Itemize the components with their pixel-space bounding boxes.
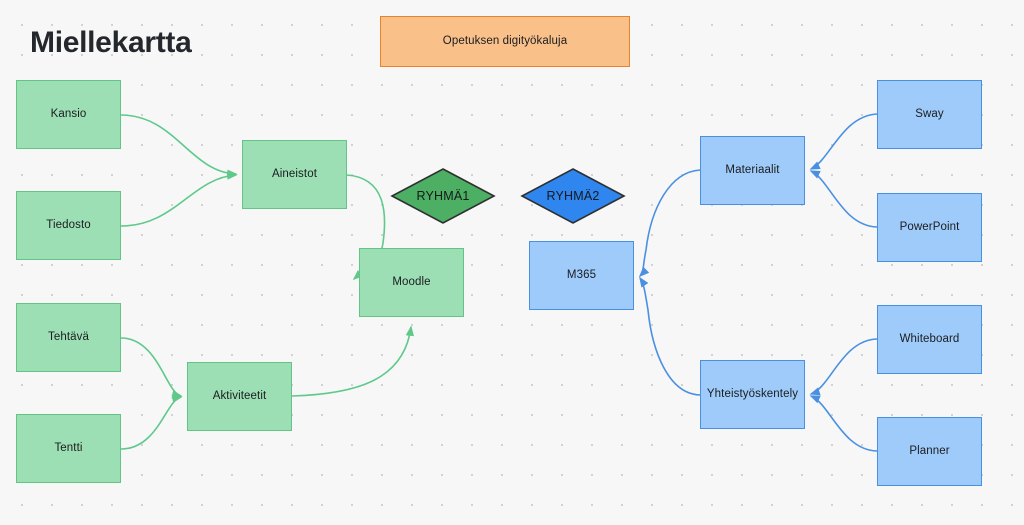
diamond-ryhma2[interactable]: RYHMÄ2: [520, 168, 626, 224]
node-label: Opetuksen digityökaluja: [442, 34, 568, 47]
edge-powerpoint-materiaalit: [809, 170, 878, 228]
edge-whiteboard-yhteistyoskentely: [809, 338, 878, 396]
node-sway[interactable]: Sway: [877, 80, 982, 149]
node-yhteistyoskentely[interactable]: Yhteistyöskentely: [700, 360, 805, 429]
node-label: M365: [566, 268, 597, 281]
edge-tehtava-aktiviteetit: [120, 337, 183, 399]
node-powerpoint[interactable]: PowerPoint: [877, 193, 982, 262]
node-label: Tiedosto: [46, 218, 91, 231]
node-label: Whiteboard: [899, 332, 960, 345]
node-label: Kansio: [50, 107, 87, 120]
node-tehtava[interactable]: Tehtävä: [16, 303, 121, 372]
node-planner[interactable]: Planner: [877, 417, 982, 486]
edge-kansio-aineistot: [120, 114, 238, 178]
diamond-label: RYHMÄ2: [546, 189, 600, 203]
node-label: Moodle: [392, 275, 431, 288]
diamond-shape-icon: [520, 168, 626, 224]
node-tentti[interactable]: Tentti: [16, 414, 121, 483]
edge-yhteistyoskentely-m365: [639, 276, 701, 396]
node-label: Materiaalit: [725, 163, 780, 176]
diamond-ryhma1[interactable]: RYHMÄ1: [390, 168, 496, 224]
edge-sway-materiaalit: [809, 113, 878, 170]
node-label: Aktiviteetit: [212, 389, 267, 402]
node-label: Tentti: [54, 441, 83, 454]
node-tiedosto[interactable]: Tiedosto: [16, 191, 121, 260]
edge-tiedosto-aineistot: [120, 171, 238, 227]
diamond-shape-icon: [390, 168, 496, 224]
page-title: Miellekartta: [30, 26, 192, 59]
node-whiteboard[interactable]: Whiteboard: [877, 305, 982, 374]
node-aktiviteetit[interactable]: Aktiviteetit: [187, 362, 292, 431]
node-label: Planner: [909, 444, 950, 457]
edge-materiaalit-m365: [638, 169, 701, 278]
node-materiaalit[interactable]: Materiaalit: [700, 136, 805, 205]
node-opetuksen[interactable]: Opetuksen digityökaluja: [380, 16, 630, 67]
node-label: Aineistot: [271, 167, 317, 180]
edge-aktiviteetit-moodle: [291, 325, 414, 397]
diamond-label: RYHMÄ1: [416, 189, 470, 203]
edge-planner-yhteistyoskentely: [809, 395, 878, 452]
node-m365[interactable]: M365: [529, 241, 634, 310]
node-kansio[interactable]: Kansio: [16, 80, 121, 149]
edge-tentti-aktiviteetit: [120, 394, 183, 450]
node-aineistot[interactable]: Aineistot: [242, 140, 347, 209]
node-label: Yhteistyöskentely: [706, 387, 799, 400]
node-label: Sway: [915, 107, 944, 120]
node-label: Tehtävä: [48, 330, 89, 343]
node-moodle[interactable]: Moodle: [359, 248, 464, 317]
node-label: PowerPoint: [899, 220, 960, 233]
